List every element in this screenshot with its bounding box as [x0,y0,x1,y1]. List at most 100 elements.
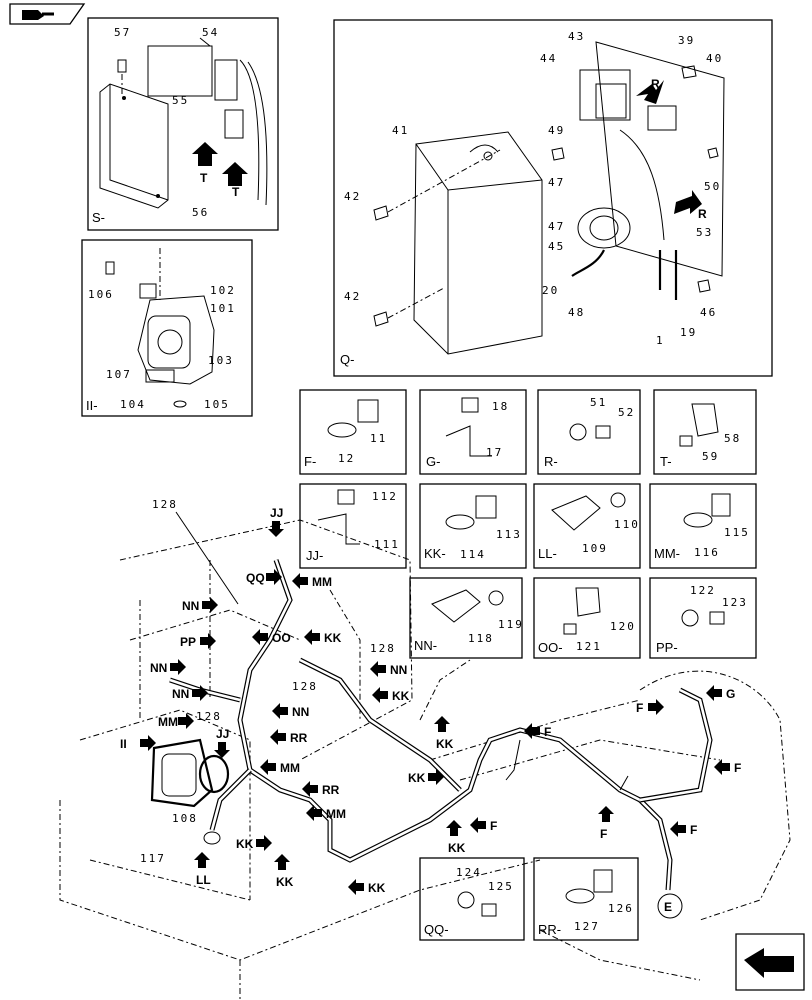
panel-tag-kk: KK- [424,546,446,561]
part-108: 108 [172,812,198,825]
part-103: 103 [208,354,234,367]
callout-arrow-0 [268,521,284,537]
part-17: 17 [486,446,503,459]
part-111: 111 [374,538,400,551]
callout-arrow-11 [272,703,288,719]
part-52: 52 [618,406,635,419]
part-128d: 128 [196,710,222,723]
part-104: 104 [120,398,146,411]
part-39: 39 [678,34,695,47]
panel-tag-g: G- [426,454,440,469]
callout-kk-21: KK [236,837,254,851]
part-41: 41 [392,124,409,137]
callout-mm-2: MM [312,575,332,589]
callout-kk-8: KK [324,631,342,645]
callout-arrow-32 [670,821,686,837]
panel-tag-r: R- [544,454,558,469]
callout-f-27: F [636,701,643,715]
callout-arrow-22 [194,852,210,868]
wire-harness [169,559,713,891]
part-57: 57 [114,26,131,39]
callout-qq-1: QQ [246,571,265,585]
part-1: 1 [656,334,665,347]
part-51: 51 [590,396,607,409]
part-110: 110 [614,518,640,531]
detail-panel-f: 11 12 F- [299,389,407,475]
callout-arrow-8 [304,629,320,645]
arrow-label-r2: R [698,207,707,221]
part-124: 124 [456,866,482,879]
part-115: 115 [724,526,750,539]
callout-arrow-12 [178,713,194,729]
callout-arrow-2 [292,573,308,589]
callout-arrow-28 [706,685,722,701]
panel-tag-f: F- [304,454,316,469]
part-43: 43 [568,30,585,43]
callout-jj-0: JJ [270,506,283,520]
detail-panel-t: 58 59 T- [653,389,757,475]
callout-f-26: F [544,725,551,739]
callout-arrow-3 [202,597,218,613]
callout-arrow-30 [470,817,486,833]
part-105: 105 [204,398,230,411]
callout-nn-9: NN [390,663,407,677]
part-58: 58 [724,432,741,445]
callout-arrow-29 [714,759,730,775]
callout-arrow-17 [434,716,450,732]
callout-arrow-27 [648,699,664,715]
callout-kk-25: KK [368,881,386,895]
callout-arrow-31 [598,806,614,822]
detail-panel-ii: 106 102 101 103 107 104 105 II- [81,239,253,417]
next-page-arrow-icon[interactable] [735,933,805,991]
part-46: 46 [700,306,717,319]
arrow-label-t2: T [232,185,240,199]
panel-tag-mm: MM- [654,546,680,561]
part-118: 118 [468,632,494,645]
part-109: 109 [582,542,608,555]
callout-rr-13: RR [290,731,308,745]
panel-tag-rr: RR- [538,922,561,937]
callout-arrow-15 [214,742,230,758]
part-128b: 128 [370,642,396,655]
part-11: 11 [370,432,387,445]
callout-ii-14: II [120,737,127,751]
part-113: 113 [496,528,522,541]
part-117: 117 [140,852,166,865]
part-12: 12 [338,452,355,465]
callout-kk-24: KK [448,841,466,855]
callout-nn-11: NN [292,705,309,719]
detail-panel-rr: 126 127 RR- [533,857,639,941]
panel-tag-t: T- [660,454,672,469]
detail-panel-kk: 113 114 KK- [419,483,527,569]
callout-f-29: F [734,761,741,775]
callout-kk-10: KK [392,689,410,703]
panel-tag-q: Q- [340,352,354,367]
part-56: 56 [192,206,209,219]
part-128a: 128 [152,498,178,511]
part-114: 114 [460,548,486,561]
part-49: 49 [548,124,565,137]
callout-arrow-7 [252,629,268,645]
part-48: 48 [568,306,585,319]
part-54: 54 [202,26,219,39]
detail-panel-s: T T 57 54 55 56 S- [87,17,279,231]
part-44: 44 [540,52,557,65]
callout-arrow-6 [192,685,208,701]
panel-tag-jj: JJ- [306,548,323,563]
callout-arrow-5 [170,659,186,675]
part-106: 106 [88,288,114,301]
callout-kk-23: KK [276,875,294,889]
panel-tag-nn: NN- [414,638,437,653]
part-18: 18 [492,400,509,413]
callout-nn-5: NN [150,661,167,675]
callout-f-32: F [690,823,697,837]
callout-mm-12: MM [158,715,178,729]
part-45: 45 [548,240,565,253]
detail-panel-mm: 115 116 MM- [649,483,757,569]
callout-ll-22: LL [196,873,211,887]
part-59: 59 [702,450,719,463]
callout-arrow-21 [256,835,272,851]
machine-outline: E [59,519,791,1000]
part-42a: 42 [344,190,361,203]
